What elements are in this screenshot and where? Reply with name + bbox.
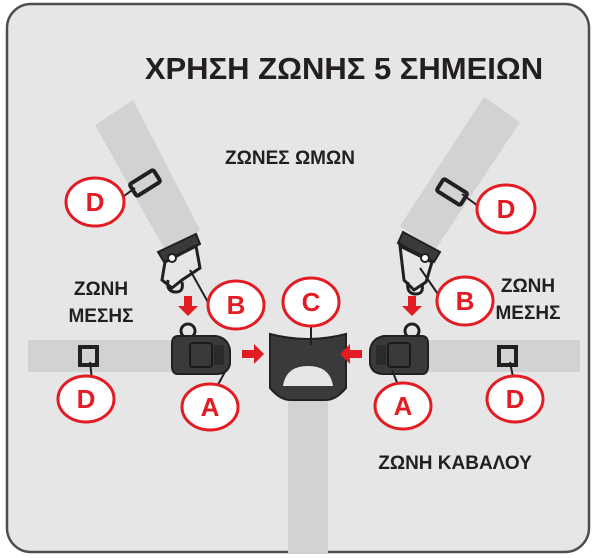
arrow-right-center (242, 344, 264, 364)
marker-d-waist-left: D (56, 374, 116, 424)
marker-a-left-letter: A (201, 392, 220, 422)
label-waist-right-line2: ΜΕΣΗΣ (495, 303, 560, 324)
marker-b-right-letter: B (456, 286, 475, 316)
hook-right (396, 230, 442, 296)
crotch-strap (288, 385, 328, 553)
marker-d-waist-right: D (485, 374, 545, 424)
straps (28, 97, 580, 553)
buckle-right (369, 322, 429, 375)
buckle-left (171, 322, 231, 375)
marker-a-right: A (373, 381, 433, 431)
label-shoulder-straps: ΖΩΝΕΣ ΩΜΩΝ (225, 148, 355, 169)
direction-arrows (178, 296, 422, 364)
label-waist-left-line2: ΜΕΣΗΣ (68, 306, 133, 327)
label-crotch-strap: ΖΩΝΗ ΚΑΒΑΛΟΥ (378, 453, 532, 474)
label-waist-left-line1: ΖΩΝΗ (74, 279, 128, 300)
hook-left (156, 232, 202, 294)
arrow-down-left (178, 296, 198, 316)
marker-d-shoulder-right: D (475, 183, 537, 235)
marker-b-left-letter: B (227, 290, 246, 320)
marker-d-waist-right-letter: D (506, 384, 525, 414)
waist-strap-left (28, 340, 178, 372)
marker-b-right: B (435, 275, 495, 327)
marker-d-shoulder-left: D (64, 176, 126, 228)
marker-d-shoulder-left-letter: D (86, 187, 105, 217)
marker-a-right-letter: A (394, 391, 413, 421)
diagram-title: ΧΡΗΣΗ ΖΩΝΗΣ 5 ΣΗΜΕΙΩΝ (145, 51, 543, 86)
center-buckle (269, 332, 347, 401)
marker-d-shoulder-right-letter: D (497, 194, 516, 224)
arrow-left-center (340, 344, 362, 364)
marker-c-letter: C (302, 287, 321, 317)
marker-b-left: B (206, 279, 266, 331)
shoulder-strap-left (95, 100, 200, 252)
marker-d-waist-left-letter: D (77, 384, 96, 414)
label-waist-right-line1: ΖΩΝΗ (501, 276, 555, 297)
adjuster-shoulder-right (435, 177, 469, 207)
adjuster-waist-left (78, 345, 99, 367)
marker-c: C (281, 276, 341, 328)
markers: D D B C B D A A (56, 176, 545, 432)
marker-a-left: A (180, 382, 240, 432)
shoulder-strap-right (400, 97, 520, 250)
arrow-down-right (402, 296, 422, 316)
adjuster-waist-right (497, 345, 518, 367)
